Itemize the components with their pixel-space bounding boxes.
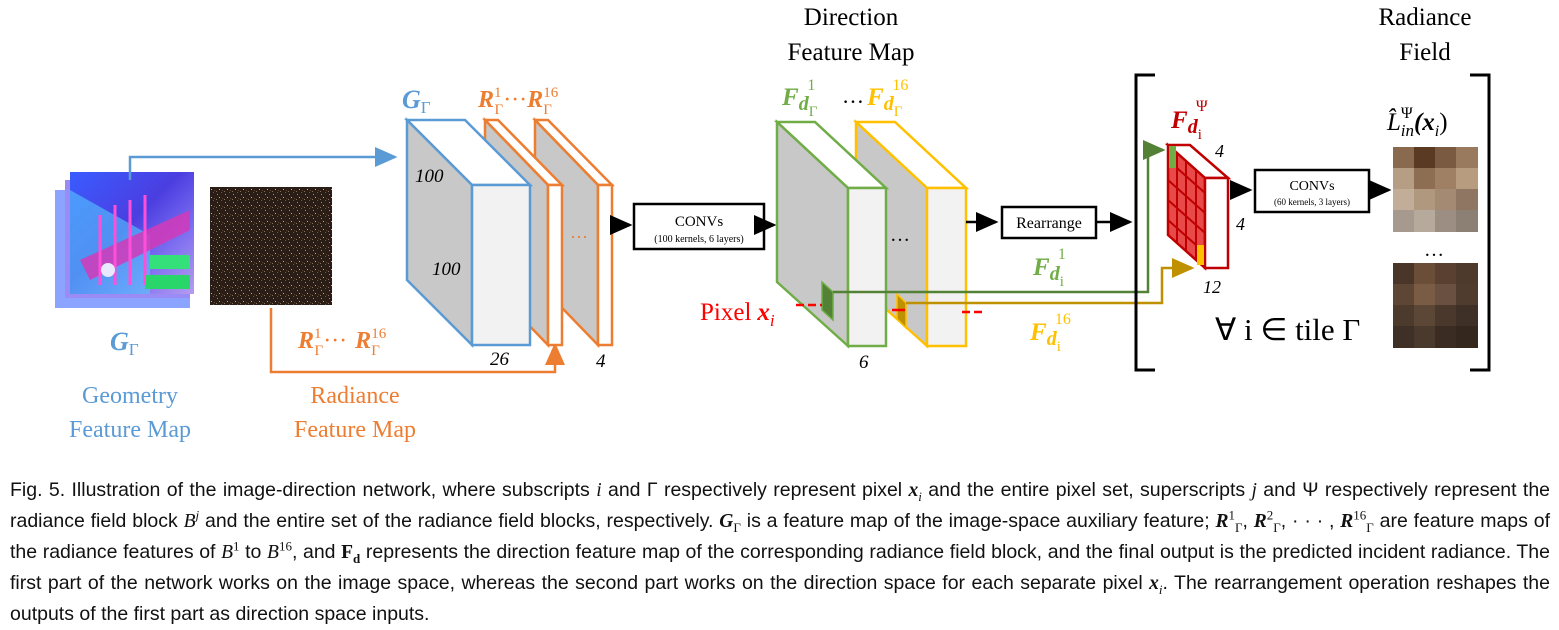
caption-text-3: and the entire pixel set, superscripts xyxy=(921,478,1252,501)
caption-var-fd-sub: d xyxy=(353,550,361,566)
caption-var-b: B xyxy=(183,510,196,532)
radiance-output-patch-16 xyxy=(1393,263,1478,348)
caption-text-10: represents the direction feature map of … xyxy=(10,540,1550,594)
geometry-block-symbol: GΓ xyxy=(402,85,431,117)
caption-var-j: j xyxy=(1251,479,1257,501)
direction-f1-symbol: FdΓ1 xyxy=(781,77,818,120)
direction-block-ellipsis: … xyxy=(890,224,910,246)
radiance-block-ellipsis: ··· xyxy=(570,227,588,247)
caption-var-r16-sub: Γ xyxy=(1366,519,1374,535)
caption-text-4: and Ψ respectively represent the radianc… xyxy=(10,478,1551,532)
conv1-box: CONVs (100 kernels, 6 layers) xyxy=(632,202,766,251)
radiance-block-depth: 4 xyxy=(596,351,606,372)
route-f1 xyxy=(833,140,1166,294)
caption-var-x: x xyxy=(908,479,919,501)
rearrange-box: Rearrange xyxy=(1000,205,1098,240)
caption-var-r16: R xyxy=(1340,510,1354,532)
direction-block-depth: 6 xyxy=(859,352,869,373)
caption-text-9: , and xyxy=(291,540,342,563)
fd-psi-dim-top: 4 xyxy=(1215,141,1224,161)
geometry-label-line1: Geometry xyxy=(82,383,178,409)
fd-psi-label: FdiΨ xyxy=(1170,98,1208,143)
pixel-marker-green xyxy=(821,280,834,322)
caption-var-b1-sup: 1 xyxy=(233,538,240,553)
conv2-box: CONVs (60 kernels, 3 layers) xyxy=(1253,168,1371,214)
caption-sep-1: , xyxy=(1242,509,1254,532)
direction-f16-symbol: FdΓ16 xyxy=(866,77,908,120)
direction-title-line2: Feature Map xyxy=(787,39,914,66)
geometry-block-depth: 26 xyxy=(490,349,510,370)
tile-forall-label: ∀ i ∈ tile Γ xyxy=(1215,312,1360,347)
caption-var-r1-sub: Γ xyxy=(1234,519,1243,535)
direction-dots: … xyxy=(842,83,864,108)
geometry-block-dim-w: 100 xyxy=(432,259,461,280)
fd-psi-dim-right: 4 xyxy=(1236,214,1245,234)
caption-var-b16-sup: 16 xyxy=(278,538,292,553)
radiance-output-dots: … xyxy=(1424,239,1444,261)
caption-text-6: is a feature map of the image-space auxi… xyxy=(740,509,1216,532)
route-f16 xyxy=(906,258,1195,305)
caption-var-b-sup: j xyxy=(195,507,200,522)
radiance-arrow xyxy=(269,308,565,374)
geometry-block-dim-h: 100 xyxy=(415,166,444,187)
caption-text-5: and the entire set of the radiance field… xyxy=(199,509,720,532)
caption-var-x2-sub: i xyxy=(1158,581,1163,597)
radiance-feature-image xyxy=(210,187,332,305)
conv1-detail: (100 kernels, 6 layers) xyxy=(654,234,743,245)
geometry-block xyxy=(403,116,534,349)
caption-var-g-sub: Γ xyxy=(733,519,741,535)
caption-var-g: G xyxy=(719,510,734,532)
figure-caption: Fig. 5. Illustration of the image-direct… xyxy=(10,475,1550,630)
caption-var-r1-sup: 1 xyxy=(1228,507,1235,522)
rearrange-title: Rearrange xyxy=(1016,215,1082,232)
fd-psi-dim-bottom: 12 xyxy=(1203,277,1221,297)
conv2-title: CONVs xyxy=(1289,179,1334,194)
caption-var-r2-sup: 2 xyxy=(1266,507,1274,522)
caption-sep-2: , · · · , xyxy=(1280,509,1341,532)
geometry-arrow xyxy=(128,147,398,180)
caption-var-x2: x xyxy=(1149,572,1159,594)
caption-text-1: Fig. 5. Illustration of the image-direct… xyxy=(10,478,597,501)
out-f16-label: Fdi16 xyxy=(1029,311,1071,355)
radiance-field-title-line2: Field xyxy=(1399,39,1451,66)
caption-var-r2: R xyxy=(1253,510,1267,532)
caption-var-r2-sub: Γ xyxy=(1273,519,1281,535)
caption-var-b16: B xyxy=(267,541,279,563)
radiance-field-title-line1: Radiance xyxy=(1378,4,1471,31)
caption-var-fd: F xyxy=(341,541,354,563)
caption-text-2: and Γ respectively represent pixel xyxy=(601,478,909,501)
fd-psi-block xyxy=(1164,142,1232,271)
conv2-detail: (60 kernels, 3 layers) xyxy=(1274,197,1350,207)
caption-var-i: i xyxy=(596,479,602,501)
tile-bracket-left xyxy=(1134,73,1155,372)
radiance-label-line1: Radiance xyxy=(310,383,399,409)
caption-var-x-sub: i xyxy=(918,488,922,504)
radiance-output-patch-1 xyxy=(1393,147,1478,232)
radiance-label-line2: Feature Map xyxy=(294,417,416,443)
geometry-symbol: GΓ xyxy=(110,327,139,359)
direction-title-line1: Direction xyxy=(804,4,899,31)
out-f1-label: Fdi1 xyxy=(1032,246,1066,290)
caption-var-b1: B xyxy=(221,541,234,563)
caption-text-7: are feature maps of the radiance feature… xyxy=(10,509,1550,563)
caption-var-r16-sup: 16 xyxy=(1353,507,1367,522)
geometry-feature-image xyxy=(55,172,194,308)
tile-bracket-right xyxy=(1470,73,1491,372)
caption-text-8: to xyxy=(239,540,268,563)
conv1-title: CONVs xyxy=(675,214,724,230)
caption-var-r1: R xyxy=(1215,510,1229,532)
geometry-label-line2: Feature Map xyxy=(69,417,191,443)
